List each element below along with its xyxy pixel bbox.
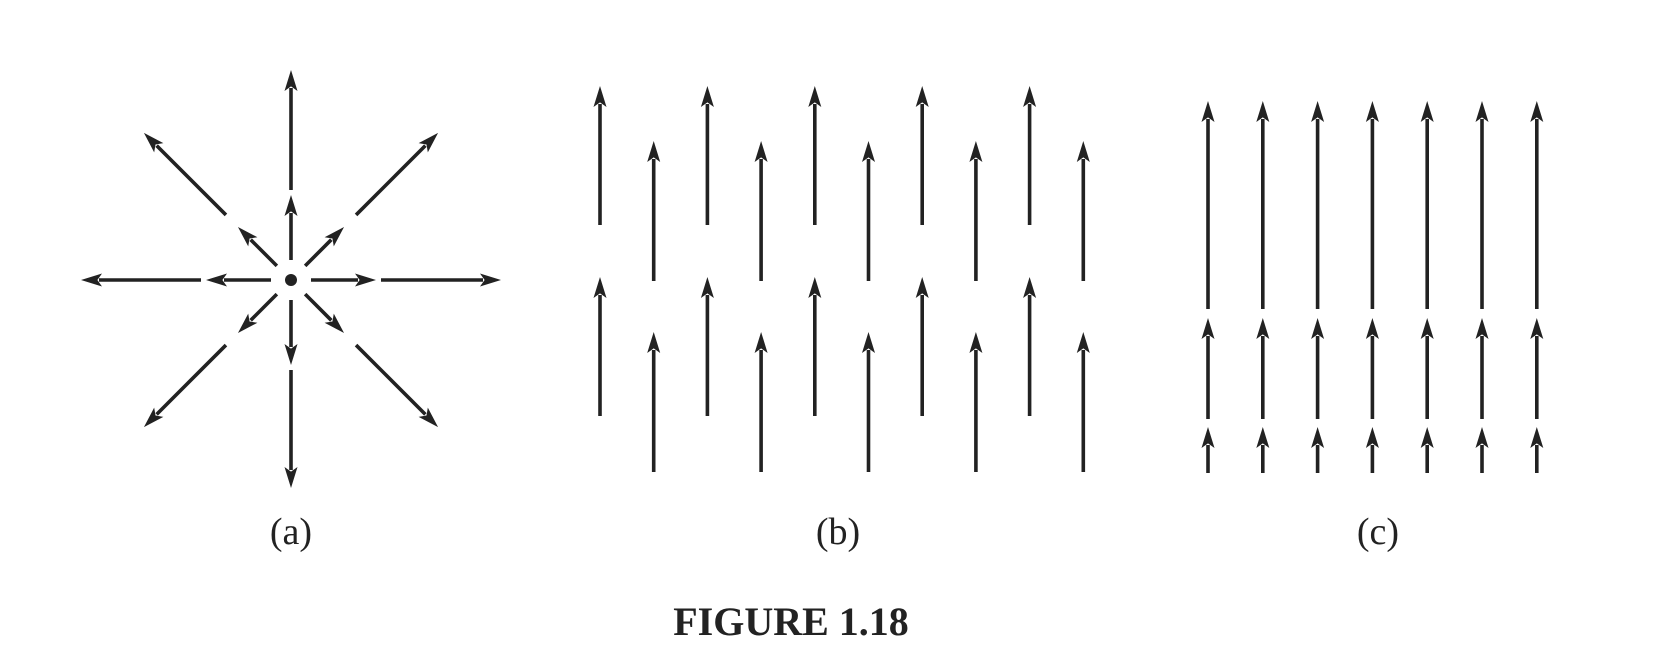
field-arrow-col4-seg1 xyxy=(1365,101,1379,309)
field-arrow-col3-seg2 xyxy=(1311,318,1325,419)
field-arrow-col2-seg1 xyxy=(1256,101,1270,309)
inner-arrow-up xyxy=(284,195,298,260)
field-arrow-col4-seg3 xyxy=(1365,427,1379,473)
field-arrow-col6-seg1 xyxy=(1475,101,1489,309)
panel-c-varying-field xyxy=(1201,101,1544,473)
panel-label-a: (a) xyxy=(269,511,313,553)
field-arrow-col2-seg2 xyxy=(1256,318,1270,419)
inner-arrow-left xyxy=(206,273,271,287)
panel-a-radial-field xyxy=(81,70,501,488)
field-arrow-col4-seg2 xyxy=(1365,318,1379,419)
field-arrow-col1-seg2 xyxy=(1201,318,1215,419)
field-arrow-col4-row1 xyxy=(754,141,768,281)
field-arrow-col10-row1 xyxy=(1076,141,1090,281)
field-arrow-col7-row2 xyxy=(915,277,929,416)
field-arrow-col7-seg1 xyxy=(1530,101,1544,309)
field-arrow-col7-seg3 xyxy=(1530,427,1544,473)
field-arrow-col1-row2 xyxy=(593,277,607,416)
outer-arrow-down xyxy=(284,370,298,488)
field-arrow-col5-seg3 xyxy=(1420,427,1434,473)
field-arrow-col8-row1 xyxy=(969,141,983,281)
panel-label-c: (c) xyxy=(1356,511,1400,553)
field-arrow-col6-row2 xyxy=(862,332,875,472)
field-arrow-col2-row2 xyxy=(647,332,661,472)
field-arrow-col9-row2 xyxy=(1023,277,1037,416)
panel-b-uniform-field xyxy=(593,86,1090,472)
field-arrow-col7-row1 xyxy=(915,86,929,225)
outer-arrow-up-right xyxy=(354,132,439,217)
outer-arrow-down-left xyxy=(143,343,228,428)
field-arrow-col2-seg3 xyxy=(1256,427,1270,473)
field-arrow-col7-seg2 xyxy=(1530,318,1544,419)
field-arrow-col6-row1 xyxy=(862,141,875,281)
figure-caption: FIGURE 1.18 xyxy=(673,599,909,644)
field-arrow-col3-row2 xyxy=(700,277,714,416)
field-arrow-col5-seg1 xyxy=(1420,101,1434,309)
outer-arrow-right xyxy=(381,273,501,287)
inner-arrow-down-right xyxy=(303,292,345,334)
field-arrow-col3-seg3 xyxy=(1311,427,1325,473)
field-arrow-col10-row2 xyxy=(1076,332,1090,472)
field-arrow-col9-row1 xyxy=(1023,86,1037,225)
outer-arrow-up xyxy=(284,70,298,190)
inner-arrow-up-left xyxy=(237,226,279,268)
inner-arrow-up-right xyxy=(303,226,345,268)
inner-arrow-down-left xyxy=(237,292,279,334)
inner-arrow-right xyxy=(311,273,376,287)
outer-arrow-up-left xyxy=(143,132,228,217)
field-arrow-col2-row1 xyxy=(647,141,661,281)
field-arrow-col1-seg1 xyxy=(1201,101,1215,309)
field-arrow-col3-seg1 xyxy=(1311,101,1325,309)
field-arrow-col6-seg3 xyxy=(1475,427,1489,473)
field-arrow-col1-seg3 xyxy=(1201,427,1215,473)
field-arrow-col5-row2 xyxy=(808,277,822,416)
panel-label-b: (b) xyxy=(815,511,861,553)
field-arrow-col3-row1 xyxy=(700,86,714,225)
inner-arrow-down xyxy=(284,300,298,365)
field-arrow-col4-row2 xyxy=(754,332,768,472)
source-point xyxy=(285,274,297,286)
field-arrow-col1-row1 xyxy=(593,86,607,225)
field-arrow-col5-seg2 xyxy=(1420,318,1434,419)
field-arrow-col5-row1 xyxy=(808,86,822,225)
outer-arrow-down-right xyxy=(354,343,439,428)
outer-arrow-left xyxy=(81,273,201,287)
field-arrow-col8-row2 xyxy=(969,332,983,472)
field-arrow-col6-seg2 xyxy=(1475,318,1489,419)
